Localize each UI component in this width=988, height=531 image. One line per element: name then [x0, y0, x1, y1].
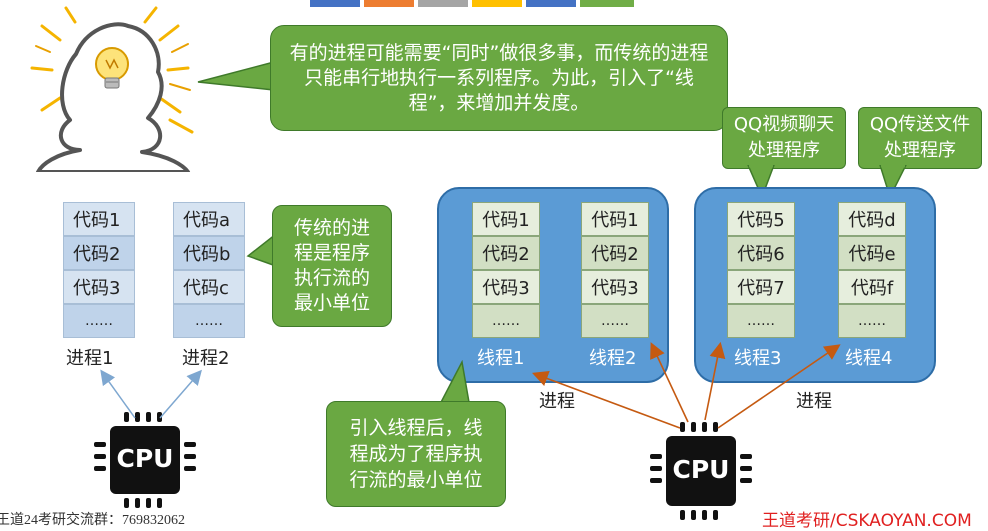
thread3-code-cell: 代码7 — [727, 270, 795, 304]
qq-file-note: QQ传送文件处理程序 — [858, 107, 982, 169]
thread2-code-cell: 代码2 — [581, 236, 649, 270]
cpu-to-thread3-arrow — [704, 341, 726, 421]
process1-code-cell: …… — [63, 304, 135, 338]
thread4-label: 线程4 — [845, 348, 893, 369]
left-cpu-label: CPU — [116, 444, 174, 473]
color-bar-1 — [310, 0, 360, 7]
thinker-speech-bubble: 有的进程可能需要“同时”做很多事，而传统的进程只能串行地执行一系列程序。为此，引… — [270, 25, 728, 131]
left-cpu-icon — [94, 412, 196, 508]
thread-note-bubble: 引入线程后，线程成为了程序执行流的最小单位 — [326, 401, 506, 507]
qq-video-note-text: QQ视频聊天处理程序 — [733, 114, 835, 161]
cpu-to-thread1-arrow — [532, 370, 681, 429]
qq-file-note-tail — [879, 165, 907, 199]
process2-label: 进程2 — [182, 348, 230, 369]
thread1-code-cell: 代码3 — [472, 270, 540, 304]
thread3-code-cell: 代码5 — [727, 202, 795, 236]
thread3-code-cell: 代码6 — [727, 236, 795, 270]
traditional-process-note-text: 传统的进程是程序执行流的最小单位 — [293, 217, 370, 314]
cpu-to-process1-arrow — [100, 369, 136, 419]
thread3-label: 线程3 — [734, 348, 782, 369]
process2-code-cell: …… — [173, 304, 245, 338]
color-bar-5 — [526, 0, 576, 7]
qq-video-note: QQ视频聊天处理程序 — [722, 107, 846, 169]
cpu-to-thread4-arrow — [717, 344, 841, 429]
color-bar-2 — [364, 0, 414, 7]
process1-code-cell: 代码3 — [63, 270, 135, 304]
thinker-lightbulb-icon — [30, 6, 194, 172]
thread4-code-cell: …… — [838, 304, 906, 338]
qq-video-note-tail — [747, 165, 775, 199]
process1-code-cell: 代码2 — [63, 236, 135, 270]
thread2-code-cell: …… — [581, 304, 649, 338]
process2-code-cell: 代码c — [173, 270, 245, 304]
process1-label: 进程1 — [66, 348, 114, 369]
cpu-to-process2-arrow — [159, 369, 202, 419]
process2-code-cell: 代码b — [173, 236, 245, 270]
color-bar-3 — [418, 0, 468, 7]
thread1-code-cell: 代码2 — [472, 236, 540, 270]
thread3-code-cell: …… — [727, 304, 795, 338]
thinker-bubble-text: 有的进程可能需要“同时”做很多事，而传统的进程只能串行地执行一系列程序。为此，引… — [289, 41, 709, 114]
thread1-code-cell: …… — [472, 304, 540, 338]
process2-code-cell: 代码a — [173, 202, 245, 236]
thread2-label: 线程2 — [589, 348, 637, 369]
footer-group-text: 王道24考研交流群：769832062 — [0, 513, 185, 528]
right-cpu-icon — [650, 422, 752, 520]
thread4-code-cell: 代码f — [838, 270, 906, 304]
color-bar-4 — [472, 0, 522, 7]
process-a-label: 进程 — [539, 391, 575, 412]
traditional-process-note: 传统的进程是程序执行流的最小单位 — [272, 205, 392, 327]
thread2-code-cell: 代码1 — [581, 202, 649, 236]
thread1-code-cell: 代码1 — [472, 202, 540, 236]
thread1-label: 线程1 — [477, 348, 525, 369]
thread4-code-cell: 代码e — [838, 236, 906, 270]
right-cpu-label: CPU — [672, 455, 730, 484]
process1-code-cell: 代码1 — [63, 202, 135, 236]
qq-file-note-text: QQ传送文件处理程序 — [869, 114, 971, 161]
thread2-code-cell: 代码3 — [581, 270, 649, 304]
thread-note-text: 引入线程后，线程成为了程序执行流的最小单位 — [349, 417, 483, 491]
cpu-to-thread2-arrow — [650, 342, 689, 423]
color-bar-6 — [580, 0, 634, 7]
thread4-code-cell: 代码d — [838, 202, 906, 236]
footer-brand-text: 王道考研/CSKAOYAN.COM — [762, 511, 972, 531]
process-b-label: 进程 — [796, 391, 832, 412]
